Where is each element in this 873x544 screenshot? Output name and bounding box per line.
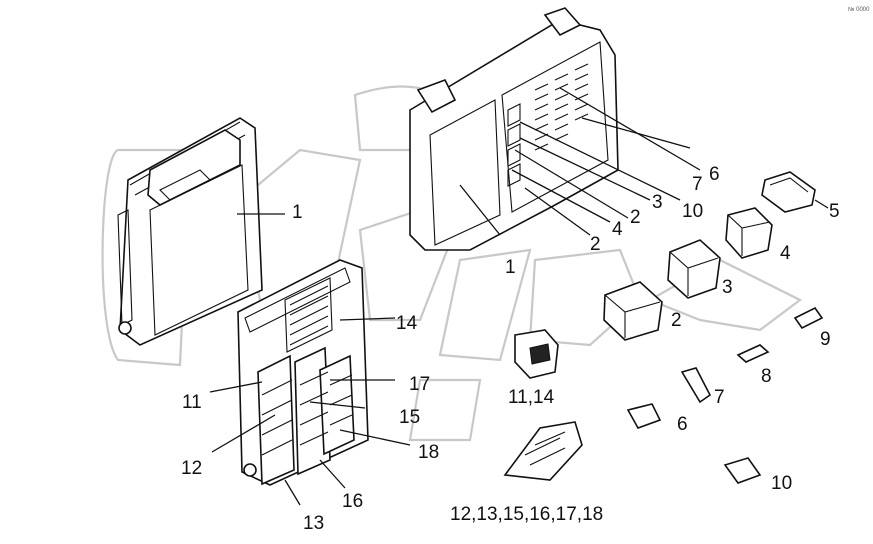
relay-5 — [761, 171, 816, 213]
label-clip-8: 8 — [761, 366, 772, 387]
connector-11-14 — [514, 329, 559, 379]
junction-block — [237, 259, 369, 486]
relay-3 — [667, 239, 721, 299]
label-jb-15: 15 — [399, 407, 420, 428]
label-jb-13: 13 — [303, 513, 324, 534]
clip-9 — [793, 306, 824, 330]
label-relay-3: 3 — [722, 277, 733, 298]
label-fuse-box-10: 10 — [682, 201, 703, 222]
label-jb-18: 18 — [418, 442, 439, 463]
label-fuse-box-3: 3 — [652, 192, 663, 213]
corner-mark: № 0000 — [848, 6, 870, 13]
relay-4 — [725, 207, 773, 259]
label-relay-5: 5 — [829, 201, 840, 222]
ecu-module — [117, 117, 263, 346]
label-jb-14: 14 — [396, 313, 418, 334]
label-jb-12: 12 — [181, 458, 202, 479]
fuse-slot-grid — [507, 63, 589, 187]
clip-7 — [680, 367, 712, 404]
label-jb-11: 11 — [182, 392, 202, 413]
label-relay-4: 4 — [780, 243, 791, 264]
label-fuse-6: 6 — [677, 414, 688, 435]
label-clip-9: 9 — [820, 329, 831, 350]
callout-labels: 1 1 2 4 2 3 10 7 6 5 4 3 2 9 8 7 6 10 11… — [181, 164, 840, 534]
label-ecu-1: 1 — [292, 202, 303, 223]
leader-lines — [209, 87, 829, 506]
label-clip-7: 7 — [714, 387, 725, 408]
label-relay-2: 2 — [671, 310, 682, 331]
label-fuse-box-4: 4 — [612, 219, 623, 240]
label-connector-11-14: 11,14 — [508, 387, 555, 408]
relay-2 — [603, 281, 663, 341]
fuse-box — [409, 7, 619, 251]
label-fuse-box-1: 1 — [505, 257, 516, 278]
label-jb-17: 17 — [409, 374, 430, 395]
label-fuse-box-2a: 2 — [590, 234, 601, 255]
fuse-6 — [626, 403, 662, 429]
label-connector-group: 12,13,15,16,17,18 — [450, 504, 603, 525]
clip-10 — [723, 457, 762, 484]
relay-grid — [289, 285, 329, 346]
label-jb-16: 16 — [342, 491, 363, 512]
label-fuse-box-6: 6 — [709, 164, 720, 185]
label-clip-10: 10 — [771, 473, 792, 494]
clip-8 — [736, 344, 770, 363]
label-fuse-box-2b: 2 — [630, 207, 641, 228]
label-fuse-box-7: 7 — [692, 174, 703, 195]
connector-group — [503, 421, 583, 481]
